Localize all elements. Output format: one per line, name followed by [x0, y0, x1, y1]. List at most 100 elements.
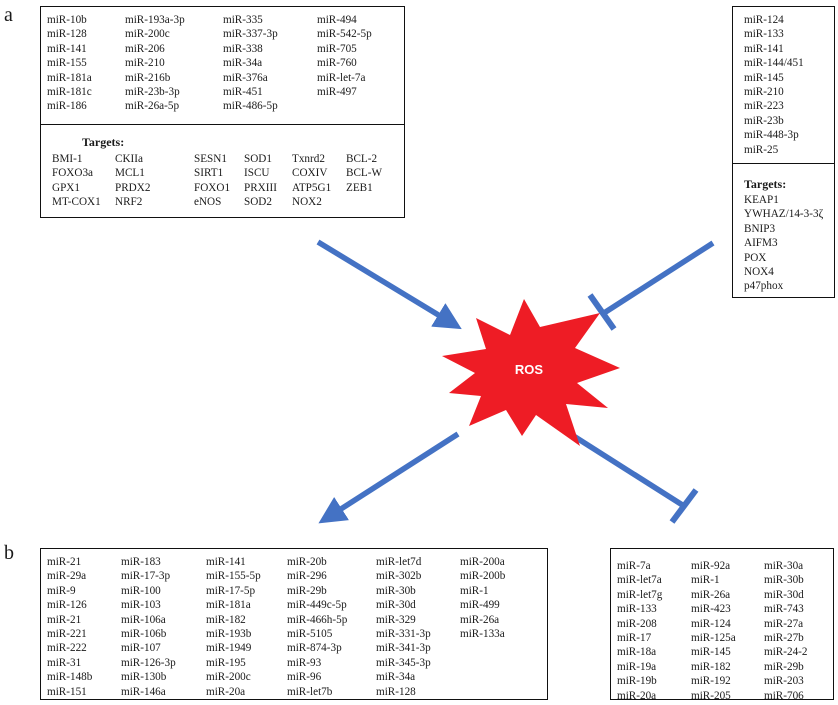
- top-left-target-item: ATP5G1: [292, 181, 332, 194]
- bottom-left-mirna-item: miR-222: [47, 642, 87, 655]
- bottom-left-mirna-item: miR-107: [121, 642, 161, 655]
- top-left-mirna-item: miR-216b: [125, 71, 171, 84]
- top-left-target-item: ZEB1: [346, 181, 373, 194]
- top-right-target-item: AIFM3: [744, 237, 778, 250]
- bottom-right-mirna-item: miR-208: [617, 617, 657, 630]
- bottom-left-mirna-item: miR-5105: [287, 628, 333, 641]
- bottom-right-mirna-item: miR-7a: [617, 560, 651, 572]
- bottom-left-mirna-item: miR-let7d: [376, 556, 422, 568]
- bottom-left-mirna-item: miR-126: [47, 599, 87, 612]
- top-left-mirna-item: miR-23b-3p: [125, 86, 180, 99]
- top-left-mirna-item: miR-451: [223, 86, 263, 99]
- top-right-target-item: POX: [744, 251, 767, 264]
- top-right-target-item: NOX4: [744, 266, 774, 279]
- bottom-right-mirna-item: miR-27b: [764, 632, 804, 645]
- top-left-mirna-item: miR-542-5p: [317, 28, 372, 41]
- bottom-right-mirna-item: miR-1: [691, 574, 720, 587]
- bottom-right-mirna-item: miR-423: [691, 603, 731, 616]
- top-left-target-item: FOXO1: [194, 181, 231, 194]
- bottom-left-mirna-item: miR-141: [206, 556, 246, 568]
- bottom-left-mirna-item: miR-29a: [47, 570, 87, 583]
- bottom-left-mirna-item: miR-20a: [206, 685, 246, 698]
- bottom-left-mirna-item: miR-26a: [460, 613, 500, 626]
- bottom-right-mirna-item: miR-92a: [691, 560, 731, 572]
- bottom-right-mirna-item: miR-30a: [764, 560, 804, 572]
- top-right-mirna-item: miR-448-3p: [744, 129, 799, 142]
- bottom-right-mirna-item: miR-125a: [691, 632, 736, 645]
- top-left-target-item: BCL-2: [346, 153, 378, 165]
- arrow-ros-to-bottom-left: [318, 431, 460, 524]
- bottom-right-mirna-item: miR-19a: [617, 660, 657, 673]
- top-left-target-item: NRF2: [115, 196, 143, 209]
- bottom-left-mirna-item: miR-200b: [460, 570, 506, 583]
- bottom-right-mirna-item: miR-124: [691, 617, 731, 630]
- top-right-divider: [733, 163, 834, 164]
- bottom-left-mirna-item: miR-29b: [287, 584, 327, 597]
- top-left-target-item: Txnrd2: [292, 153, 325, 165]
- bottom-right-mirna-item: miR-203: [764, 675, 804, 688]
- arrow-top-left-to-ros: [316, 239, 462, 330]
- bottom-left-mirna-item: miR-182: [206, 613, 246, 626]
- top-left-mirna-item: miR-128: [47, 28, 87, 41]
- panel-label-b: b: [4, 542, 14, 564]
- top-left-mirna-item: miR-335: [223, 14, 263, 26]
- top-left-target-item: CKIIa: [115, 153, 143, 165]
- top-left-target-item: SOD2: [244, 196, 272, 209]
- top-left-mirna-item: miR-760: [317, 57, 357, 70]
- bottom-left-mirna-item: miR-466h-5p: [287, 613, 348, 626]
- bottom-left-mirna-item: miR-155-5p: [206, 570, 261, 583]
- bottom-left-mirna-item: miR-200a: [460, 556, 505, 568]
- bottom-right-mirna-item: miR-205: [691, 689, 731, 702]
- bottom-right-mirna-item: miR-17: [617, 632, 652, 645]
- top-left-target-item: PRDX2: [115, 181, 151, 194]
- top-right-target-item: BNIP3: [744, 222, 776, 235]
- top-left-mirna-item: miR-206: [125, 42, 165, 55]
- bottom-left-mirna-item: miR-200c: [206, 671, 251, 684]
- bottom-left-mirna-item: miR-34a: [376, 671, 416, 684]
- top-left-mirna-item: miR-193a-3p: [125, 14, 185, 26]
- bottom-left-mirna-item: miR-133a: [460, 628, 505, 641]
- bottom-left-mirna-item: miR-874-3p: [287, 642, 342, 655]
- bottom-left-mirna-item: miR-183: [121, 556, 161, 568]
- bottom-left-mirna-item: miR-20b: [287, 556, 327, 568]
- bottom-left-mirna-item: miR-221: [47, 628, 87, 641]
- bottom-left-mirna-item: miR-30d: [376, 599, 416, 612]
- top-left-mirna-item: miR-494: [317, 14, 357, 26]
- bottom-right-mirna-item: miR-let7g: [617, 588, 663, 601]
- inhibition-bar-top-right: [587, 293, 617, 331]
- top-right-mirna-item: miR-141: [744, 42, 784, 55]
- top-left-target-item: NOX2: [292, 196, 322, 209]
- bottom-left-mirna-item: miR-21: [47, 556, 82, 568]
- top-right-mirna-item: miR-210: [744, 86, 784, 99]
- top-right-mirna-item: miR-223: [744, 100, 784, 113]
- bottom-left-mirna-item: miR-181a: [206, 599, 251, 612]
- bottom-left-mirna-item: miR-130b: [121, 671, 167, 684]
- bottom-left-mirna-item: miR-296: [287, 570, 327, 583]
- top-left-target-item: GPX1: [52, 181, 80, 194]
- top-left-target-item: SIRT1: [194, 167, 224, 180]
- bottom-left-mirna-item: miR-148b: [47, 671, 93, 684]
- bottom-left-mirna-item: miR-31: [47, 656, 82, 669]
- bottom-right-mirna-item: miR-192: [691, 675, 731, 688]
- bottom-left-mirna-item: miR-9: [47, 584, 76, 597]
- ros-label: ROS: [515, 362, 544, 377]
- top-left-target-item: SESN1: [194, 153, 227, 165]
- top-left-mirna-item: miR-497: [317, 86, 357, 99]
- panel-label-a: a: [4, 4, 13, 26]
